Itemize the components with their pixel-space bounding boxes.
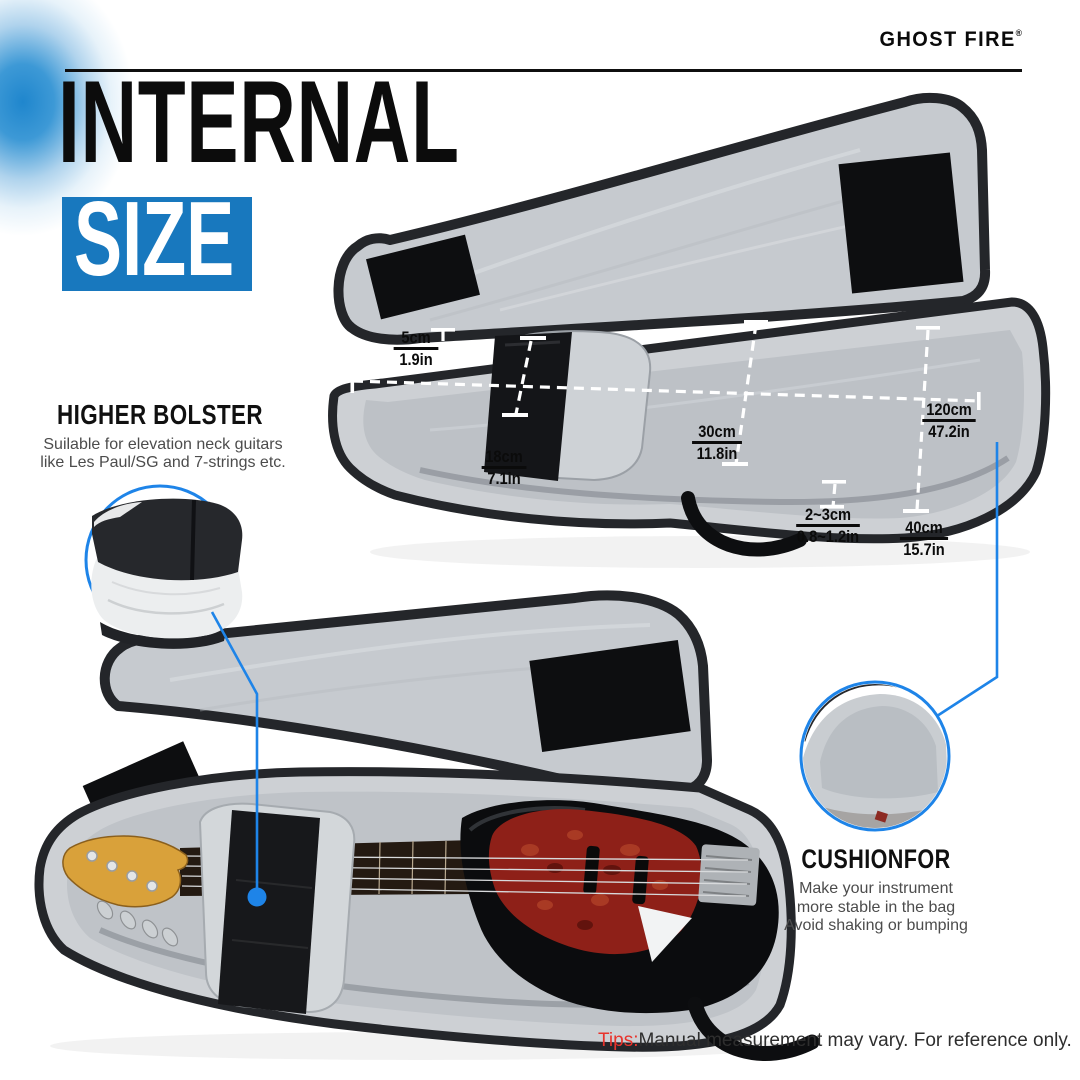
bottom-case	[34, 590, 820, 1061]
top-case-bolster-cushion	[484, 330, 652, 482]
brand-logo: GHOST FIRE®	[880, 28, 1022, 52]
page-title-highlight-box: SIZE	[62, 183, 252, 295]
measurement-120cm: 120cm 47.2in	[922, 401, 976, 440]
bottom-case-bolster-cushion	[198, 802, 356, 1014]
cushion-title: CUSHIONFOR	[801, 844, 951, 874]
page-title-line2: SIZE	[74, 180, 235, 298]
higher-bolster-inset	[84, 484, 243, 649]
tips-text: Manual measurement may vary. For referen…	[638, 1030, 1072, 1051]
higher-bolster-title: HIGHER BOLSTER	[57, 399, 263, 430]
measurement-30cm: 30cm 11.8in	[692, 423, 742, 462]
bottom-case-handle	[687, 996, 820, 1061]
measurement-5cm: 5cm 1.9in	[393, 329, 439, 368]
tips-label: Tips:	[598, 1030, 639, 1051]
callout-connectors	[210, 442, 999, 890]
bolster-pointer-dot	[247, 887, 267, 907]
page-title-line1: INTERNAL	[58, 56, 460, 187]
measurement-end-bars	[350, 320, 981, 513]
header-divider	[65, 69, 1022, 72]
registered-mark: ®	[1015, 28, 1022, 38]
tips-note: Tips:Manual measurement may vary. For re…	[598, 1030, 1072, 1052]
cushion-inset	[799, 680, 951, 832]
measurement-2-3cm: 2~3cm 0.8~1.2in	[796, 505, 860, 546]
measurement-18cm: 18cm 7.1in	[481, 448, 527, 487]
top-case-handle	[681, 491, 807, 557]
top-case	[328, 92, 1051, 557]
brand-name: GHOST FIRE	[879, 28, 1016, 51]
blue-glow-decoration	[0, 0, 220, 360]
higher-bolster-description: Suilable for elevation neck guitars like…	[40, 436, 286, 471]
cushion-description: Make your instrument more stable in the …	[784, 880, 968, 934]
measurement-40cm: 40cm 15.7in	[899, 519, 949, 558]
